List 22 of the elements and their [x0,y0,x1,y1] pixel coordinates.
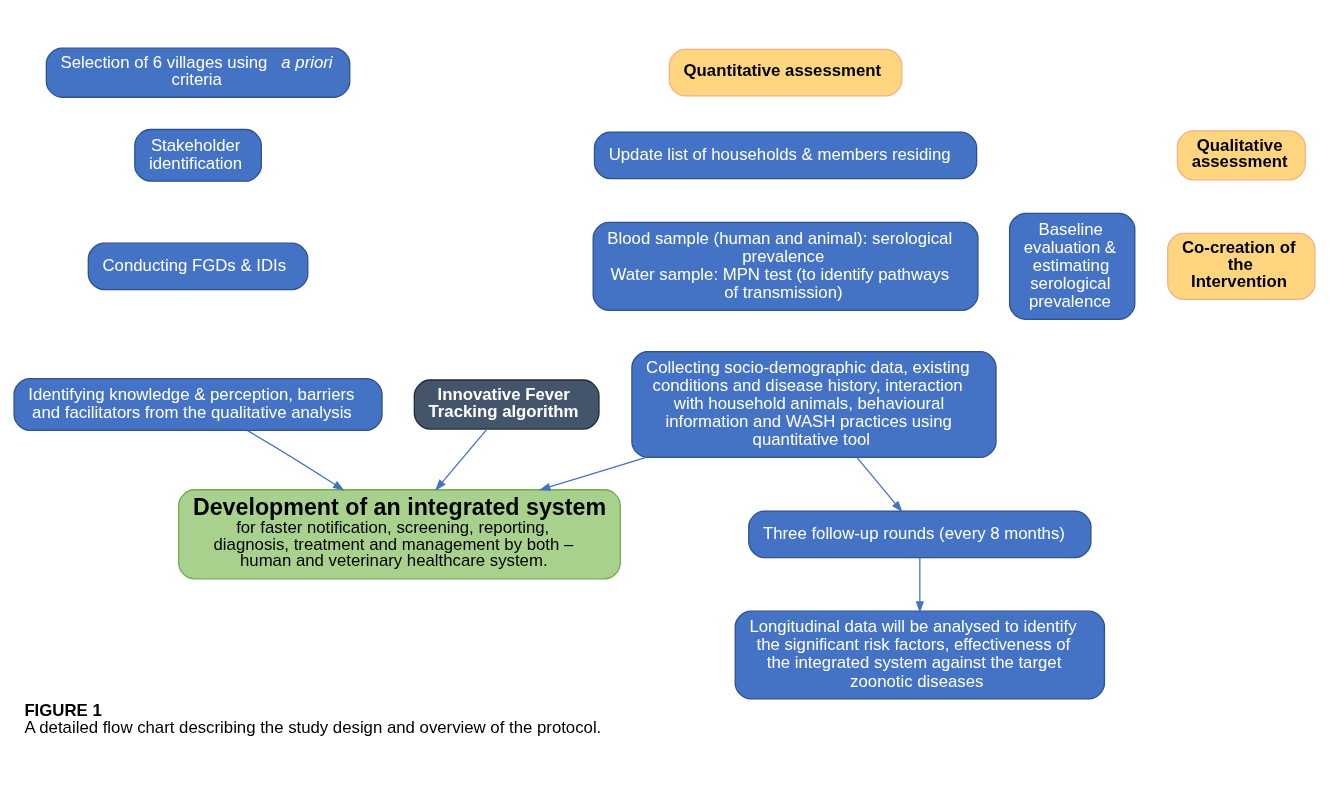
arrow [915,557,924,613]
node-box: Collecting socio-demographic data, existing conditions and disease history, interaction with household animals, behavioural information and WASH practices using quantitative tool [631,350,997,459]
node-box: Blood sample (human and animal): serological prevalence Water sample: MPN test (to identify pathways of transmission) [592,221,979,311]
arrow [856,456,903,513]
node-box: Development of an integrated system for faster notification, screening, reporting, diagnosis, treatment and management by both – human and veterinary healthcare system. [178,489,621,580]
node-box: Innovative Fever Tracking algorithm [413,379,600,430]
node-box: Quantitative assessment [668,48,903,97]
node-box: Baseline evaluation & estimating serological prevalence [1008,212,1136,320]
arrow [435,428,488,491]
node-box: Update list of households & members residing [593,131,978,180]
arrow [538,456,647,491]
node-box: Qualitative assessment [1176,130,1306,181]
node-box: Conducting FGDs & IDIs [87,242,309,291]
caption: A detailed flow chart describing the study design and overview of the protocol. [24,718,602,738]
node-box: Longitudinal data will be analysed to identify the significant risk factors, effectiveness of the integrated system against the target zoonotic diseases [734,610,1106,700]
node-box: Three follow-up rounds (every 8 months) [748,510,1092,559]
node-box: Co-creation of the Intervention [1167,232,1316,300]
arrow [246,430,345,491]
diagram-title: FIGURE 1 [24,701,102,721]
node-box: Stakeholder identification [134,128,262,182]
node-box: Identifying knowledge & perception, barriers and facilitators from the qualitative analysis [13,378,383,431]
node-box: Selection of 6 villages using a priori criteria [45,47,351,98]
